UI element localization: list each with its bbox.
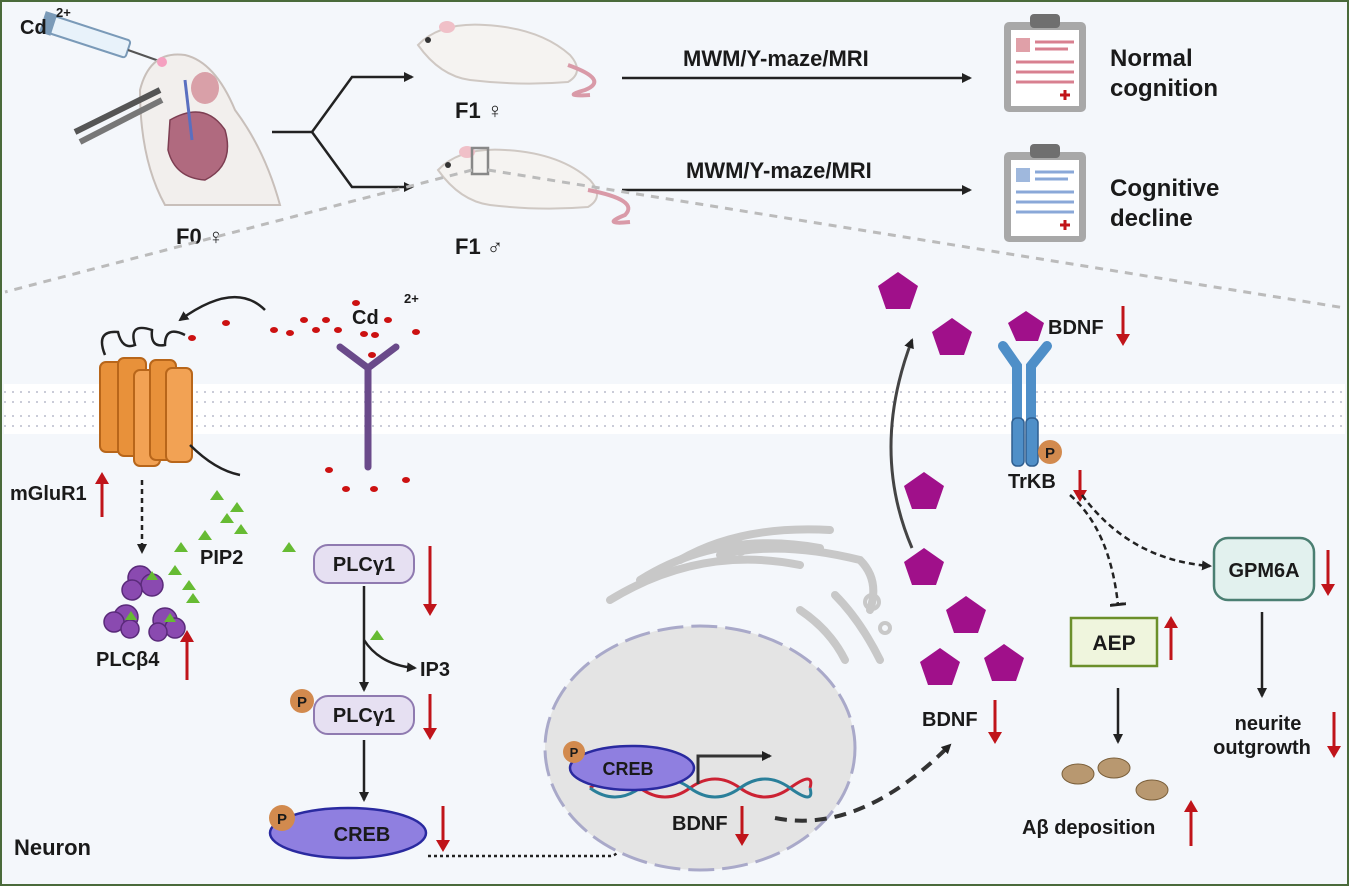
creb-phospho-badge (269, 805, 295, 831)
mglur1-label: mGluR1 (10, 483, 87, 505)
bdnf-extracellular-label: BDNF (1048, 317, 1104, 339)
trkb-activates-gpm6a (1080, 494, 1212, 571)
mglur1-receptor (99, 326, 241, 477)
branch-arrow-male (310, 131, 414, 192)
plcg1-phospho-label: PLCγ1 (333, 705, 395, 727)
cd-label-neuron: Cd (352, 307, 379, 329)
bdnf-pentagons (878, 272, 1044, 685)
nucleus (543, 624, 857, 872)
bdnf-secretion-dashed-arrow (774, 743, 952, 823)
creb-phospho-text: P (277, 811, 287, 828)
creb-label: CREB (334, 824, 391, 846)
plcb4-protein-icon (103, 565, 186, 642)
plcb4-up-arrow (180, 630, 194, 680)
plcb4-label: PLCβ4 (96, 649, 160, 671)
bdnf-extracellular-down-arrow (1116, 306, 1130, 346)
trkb-down-arrow (1073, 470, 1087, 502)
abeta-plaque-icon (1061, 757, 1169, 801)
f1-male-label: F1 ♂ (455, 234, 503, 259)
cd-to-mglur1-arrow (178, 295, 266, 322)
gpm6a-down-arrow (1321, 550, 1335, 596)
ip3-label: IP3 (420, 659, 450, 681)
test-label-female: MWM/Y-maze/MRI (683, 46, 869, 71)
plcg1-down-arrow (423, 546, 437, 616)
outcome-male-line1: Cognitive (1110, 175, 1219, 202)
mglur1-up-arrow (95, 472, 109, 517)
zoom-line-right (487, 168, 1346, 310)
creb-ellipse (268, 806, 428, 860)
bdnf-secreted-down-arrow (988, 700, 1002, 744)
abeta-label: Aβ deposition (1022, 817, 1155, 839)
plcg1-phospho-box (313, 695, 415, 735)
trkb-label: TrKB (1008, 471, 1056, 493)
creb-nuclear-phospho-badge (563, 741, 585, 763)
neuron-title: Neuron (14, 835, 91, 860)
plcg1-phospho-text: P (297, 694, 307, 711)
clipboard-red-icon (1004, 14, 1086, 112)
f0-label: F0 ♀ (176, 224, 224, 249)
cd-charge-neuron: 2+ (404, 291, 419, 306)
gpm6a-box (1212, 536, 1316, 602)
pip2-label: PIP2 (200, 547, 243, 569)
trkb-phospho-badge (1038, 440, 1062, 464)
f1-female-label: F1 ♀ (455, 98, 503, 123)
branch-arrow-female (272, 72, 414, 134)
top-panel: Cd 2+ F0 ♀ F1 ♀ (4, 5, 1346, 310)
cd-label-top: Cd (20, 17, 47, 39)
cell-membrane (4, 371, 1345, 509)
trkb-receptor (998, 341, 1052, 467)
neurite-down-arrow (1327, 712, 1341, 758)
bdnf-release-arrow (889, 338, 914, 549)
plcg1-phospho-down-arrow (423, 694, 437, 740)
bdnf-gene-label: BDNF (672, 813, 728, 835)
outcome-male-line2: decline (1110, 205, 1193, 232)
trkb-inhibits-aep (1069, 494, 1127, 607)
f0-mouse-icon (138, 53, 282, 206)
neurite-label-line2: outgrowth (1213, 737, 1311, 759)
bdnf-secreted-label: BDNF (922, 709, 978, 731)
cd-ions (188, 300, 420, 492)
outcome-female-line2: cognition (1110, 75, 1218, 102)
plcg1-label: PLCγ1 (333, 554, 395, 576)
abeta-up-arrow (1184, 800, 1198, 846)
test-label-male: MWM/Y-maze/MRI (686, 158, 872, 183)
creb-nuclear-phospho-text: P (570, 745, 579, 760)
zoom-line-left (4, 168, 473, 294)
bdnf-gene-down-arrow (735, 806, 749, 846)
gpm6a-label: GPM6A (1228, 560, 1299, 582)
outcome-female-line1: Normal (1110, 45, 1193, 72)
creb-nuclear-label: CREB (602, 759, 653, 779)
clipboard-blue-icon (1004, 144, 1086, 242)
f1-female-mouse-icon (416, 21, 597, 98)
golgi-apparatus (606, 525, 892, 664)
aep-label: AEP (1092, 632, 1135, 655)
transcription-start-arrow (696, 751, 772, 784)
creb-nuclear-ellipse (568, 744, 696, 792)
cd-channel (336, 343, 400, 471)
creb-down-arrow (436, 806, 450, 852)
aep-up-arrow (1164, 616, 1178, 660)
forceps-icon (73, 87, 164, 145)
trkb-phospho-text: P (1045, 445, 1055, 462)
ip3-branch-arrow (362, 639, 417, 673)
plcg1-box (313, 544, 415, 584)
f1-male-mouse-icon (436, 146, 631, 225)
neuron-panel: mGluR1 Cd 2+ PIP2 (4, 272, 1345, 872)
plcg1-phospho-badge (290, 689, 314, 713)
neurite-label-line1: neurite (1235, 713, 1302, 735)
cd-charge-top: 2+ (56, 5, 71, 20)
aep-box (1069, 616, 1159, 668)
pip2-molecules (168, 490, 384, 640)
